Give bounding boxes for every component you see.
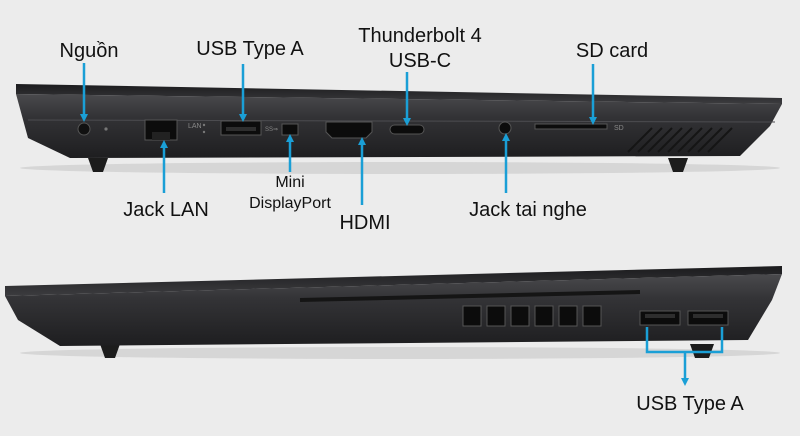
mini-displayport-port [281,123,299,136]
hdmi-port [325,121,373,139]
laptop-left-side: LAN SS⇒ SD [16,84,782,174]
label-usb-type-a-top: USB Type A [196,38,304,60]
label-audio-jack: Jack tai nghe [469,199,587,221]
vent-grille [627,127,733,153]
label-mini: Mini [275,174,305,191]
vent-slots [462,305,602,327]
foot [88,158,108,172]
usb-c-port [389,124,425,135]
audio-jack-port [498,121,512,135]
sd-slot-mark: SD [614,125,624,132]
foot [668,158,688,172]
label-thunderbolt: Thunderbolt 4 [358,25,482,47]
laptop-right-side [5,266,782,359]
lid [5,266,782,296]
power-port [77,122,91,136]
label-lan: Jack LAN [123,199,209,221]
sd-card-slot [534,123,608,130]
callout-arrows [80,63,724,386]
label-usb-type-a-bottom: USB Type A [636,393,744,415]
label-sd-card: SD card [575,40,649,62]
label-power: Nguồn [59,40,119,62]
lid [16,84,782,104]
lan-port-mark: LAN [188,123,202,130]
usb-port-mark: SS⇒ [265,127,278,133]
label-displayport: DisplayPort [249,195,331,212]
label-usb-c: USB-C [388,50,452,72]
label-hdmi: HDMI [339,212,391,234]
foot [100,344,120,358]
